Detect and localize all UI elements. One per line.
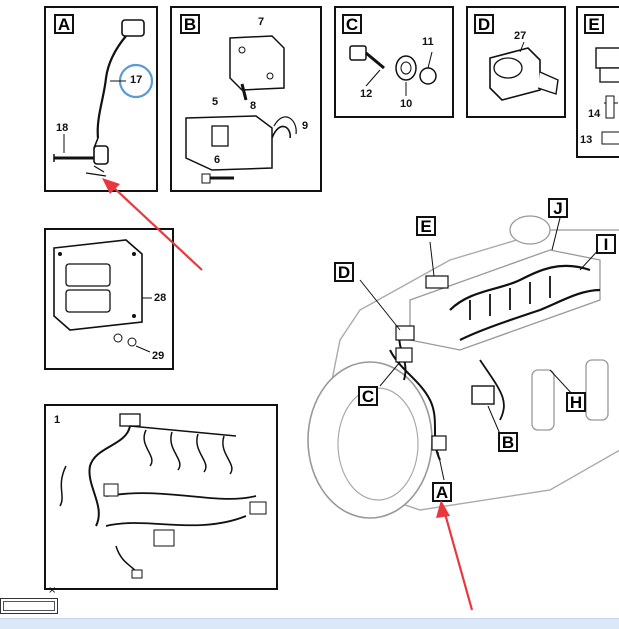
- part-17-label: 17: [130, 74, 143, 86]
- part-27-label: 27: [514, 30, 527, 42]
- part-9-label: 9: [302, 120, 309, 132]
- panel-d-label: D: [474, 14, 494, 34]
- engine-label-e: E: [416, 216, 436, 236]
- engine-label-a: A: [432, 482, 452, 502]
- part-12-label: 12: [360, 88, 373, 100]
- part-8-label: 8: [250, 100, 257, 112]
- panel-e: E 14 13: [576, 6, 619, 158]
- part-10-label: 10: [400, 98, 413, 110]
- part-28-label: 28: [154, 292, 167, 304]
- ecu-drawing: [53, 239, 152, 353]
- mini-window[interactable]: ×: [0, 586, 58, 614]
- mini-window-inner: [3, 601, 55, 611]
- panel-harness: 1: [44, 404, 278, 590]
- panel-b: B 7 5 8 9 6: [170, 6, 322, 192]
- engine-label-i: I: [596, 234, 616, 254]
- engine-label-b: B: [498, 432, 518, 452]
- panel-e-label: E: [584, 14, 604, 34]
- panel-b-label: B: [180, 14, 200, 34]
- part-5-label: 5: [212, 96, 219, 108]
- panel-ecu: 28 29: [44, 228, 174, 370]
- part-14-label: 14: [588, 108, 601, 120]
- sensor-drawing-d: [489, 41, 559, 101]
- engine-label-h: H: [566, 392, 586, 412]
- part-18-label: 18: [56, 122, 69, 134]
- part-29-label: 29: [152, 350, 165, 362]
- engine-label-j: J: [548, 198, 568, 218]
- bracket-drawing: [185, 35, 297, 184]
- engine-label-c: C: [358, 386, 378, 406]
- panel-c-label: C: [342, 14, 362, 34]
- wire-harness-drawing: [59, 413, 267, 579]
- panel-a: A 17 18: [44, 6, 158, 192]
- part-13-label: 13: [580, 134, 593, 146]
- sensor-drawing-c: [349, 45, 437, 96]
- mini-window-frame: [0, 598, 58, 614]
- sensor-drawing-e: [595, 47, 619, 145]
- panel-c: C 11 12 10: [334, 6, 454, 118]
- sensor-wire-drawing: [53, 19, 154, 177]
- panel-d: D 27: [466, 6, 566, 118]
- part-6-label: 6: [214, 154, 221, 166]
- engine-label-d: D: [334, 262, 354, 282]
- panel-a-label: A: [54, 14, 74, 34]
- bottom-bar: [0, 618, 619, 629]
- part-7-label: 7: [258, 16, 265, 28]
- close-icon[interactable]: ×: [48, 585, 57, 596]
- part-11-label: 11: [422, 36, 434, 48]
- part-1-label: 1: [54, 414, 61, 426]
- engine-drawing: [307, 215, 619, 519]
